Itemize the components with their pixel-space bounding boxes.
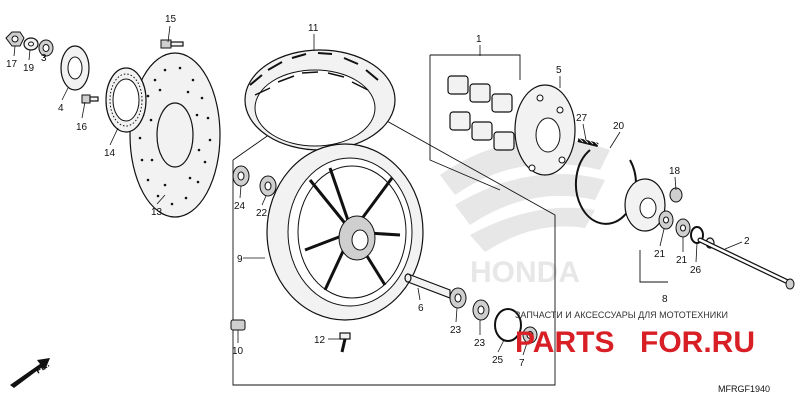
leader-lines xyxy=(13,25,743,356)
part-label-23b: 23 xyxy=(474,338,486,349)
watermark-caption: ЗАПЧАСТИ И АКСЕССУАРЫ ДЛЯ МОТОТЕХНИКИ xyxy=(515,310,728,320)
part-label-9: 9 xyxy=(237,254,243,265)
stud-bolt xyxy=(577,137,599,147)
watermark-site-right: FOR.RU xyxy=(640,326,755,359)
driven-flange xyxy=(514,84,576,176)
balance-weight xyxy=(230,319,246,331)
part-label-10: 10 xyxy=(232,346,244,357)
wheel-rim xyxy=(266,143,424,321)
part-label-1: 1 xyxy=(476,34,482,45)
bearing-21a xyxy=(658,210,674,230)
bearing-left xyxy=(232,165,250,187)
diagram-code: MFRGF1940 xyxy=(718,384,770,394)
part-label-6: 6 xyxy=(418,303,424,314)
bearing-23a xyxy=(449,287,467,309)
dust-seal-cover xyxy=(60,45,90,91)
part-label-11: 11 xyxy=(308,23,319,34)
part-label-12: 12 xyxy=(314,335,326,346)
part-label-18: 18 xyxy=(669,166,681,177)
part-labels: 15 11 1 5 27 20 18 2 13 14 16 4 3 19 17 … xyxy=(6,14,750,369)
part-label-8: 8 xyxy=(662,294,668,305)
part-label-23a: 23 xyxy=(450,325,462,336)
damper-rubbers xyxy=(447,75,515,151)
bearing-holder xyxy=(624,178,666,232)
bearing-21b xyxy=(675,218,691,238)
part-label-22: 22 xyxy=(256,208,268,219)
part-label-15: 15 xyxy=(165,14,177,25)
part-label-3: 3 xyxy=(41,53,47,64)
part-label-14: 14 xyxy=(104,148,116,159)
part-label-20: 20 xyxy=(613,121,625,132)
distance-collar xyxy=(404,273,451,299)
bearing-holder-collar xyxy=(669,187,683,203)
part-label-4: 4 xyxy=(58,103,64,114)
part-label-5: 5 xyxy=(556,65,562,76)
o-ring xyxy=(494,308,522,342)
axle-nut xyxy=(5,31,25,47)
part-label-24: 24 xyxy=(234,201,246,212)
honda-watermark-text: HONDA xyxy=(470,256,580,289)
collar xyxy=(38,39,54,57)
tire xyxy=(244,49,396,151)
part-label-13: 13 xyxy=(151,207,163,218)
bearing-right xyxy=(259,175,277,197)
part-label-26: 26 xyxy=(690,265,702,276)
arrow-icon xyxy=(10,358,50,388)
rear-axle xyxy=(697,237,795,290)
brake-disc xyxy=(129,52,221,218)
site-watermark: ЗАПЧАСТИ И АКСЕССУАРЫ ДЛЯ МОТОТЕХНИКИ PA… xyxy=(515,310,755,359)
part-label-17: 17 xyxy=(6,59,18,70)
washer xyxy=(23,37,39,51)
part-label-16: 16 xyxy=(76,122,88,133)
pulser-ring xyxy=(105,67,147,133)
tire-valve xyxy=(339,332,351,353)
part-label-25: 25 xyxy=(492,355,504,366)
front-direction-arrow: FR. xyxy=(10,358,51,388)
part-label-27: 27 xyxy=(576,113,588,124)
disc-bolt xyxy=(160,39,184,49)
side-collar xyxy=(522,326,538,344)
part-label-21a: 21 xyxy=(654,249,666,260)
part-label-2: 2 xyxy=(744,236,750,247)
part-label-19: 19 xyxy=(23,63,35,74)
bearing-23b xyxy=(472,299,490,321)
watermark-site-left: PARTS xyxy=(515,326,614,359)
sensor-bolt xyxy=(81,94,99,104)
part-label-21b: 21 xyxy=(676,255,688,266)
part-label-7: 7 xyxy=(519,358,525,369)
